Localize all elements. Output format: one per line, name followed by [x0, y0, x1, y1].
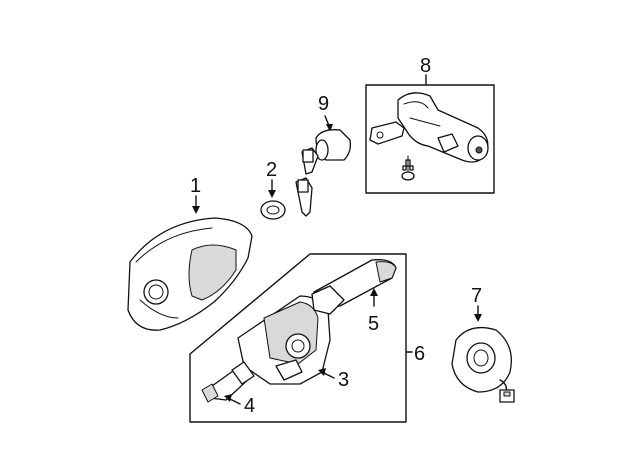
switch-assembly-frame	[189, 253, 407, 423]
column-cover-lock-ring	[143, 279, 169, 305]
housing-frame	[365, 84, 495, 194]
key-upper-grip	[302, 149, 314, 163]
switch-assembly-group	[189, 253, 413, 423]
turn-signal-stalk-tip	[375, 261, 397, 283]
callout-1-label: 1	[190, 175, 201, 197]
callout-3-label: 3	[338, 369, 349, 391]
housing-bolt-head	[401, 171, 415, 181]
column-cover-opening	[188, 244, 237, 301]
callout-2-label: 2	[266, 159, 277, 181]
ring-group	[260, 179, 286, 220]
combination-switch-tab	[275, 359, 303, 381]
combination-switch-port-inner	[291, 339, 305, 353]
callout-4-arrowhead	[224, 394, 232, 402]
key-lower-grip	[297, 179, 309, 193]
clock-spring-connector-tab	[503, 391, 511, 397]
callout-2-arrowhead	[268, 190, 276, 198]
callout-9-arrowhead	[326, 124, 333, 132]
callout-8-label: 8	[420, 55, 431, 77]
wiper-stalk-collar	[231, 361, 255, 385]
housing-clamp	[437, 133, 459, 153]
lock-cylinder-face	[315, 139, 329, 161]
housing-cylinder-hole	[475, 146, 483, 154]
combination-switch-port	[285, 333, 311, 359]
callout-7-label: 7	[471, 285, 482, 307]
ring-outer	[260, 200, 286, 220]
callout-9-label: 9	[318, 93, 329, 115]
callout-4-label: 4	[244, 395, 255, 417]
clock-spring-hub	[466, 342, 496, 374]
housing-bracket-hole	[376, 131, 384, 139]
ring-inner	[266, 205, 280, 215]
turn-signal-collar	[311, 285, 345, 315]
column-cover-edge	[135, 227, 213, 319]
clock-spring-center	[473, 349, 489, 367]
callout-leaders	[224, 288, 378, 405]
clock-spring-group	[451, 305, 515, 403]
lock-cylinder-group	[295, 115, 352, 217]
callout-3-arrowhead	[318, 368, 326, 376]
callout-1-arrowhead	[192, 206, 200, 214]
housing-bracket	[369, 121, 405, 145]
ignition-lock-housing-group	[365, 74, 495, 194]
steering-column-cover-group	[127, 195, 253, 331]
callout-7-arrowhead	[474, 314, 482, 322]
callout-5-label: 5	[368, 313, 379, 335]
column-cover-lock-hole	[148, 284, 164, 300]
housing-tube	[403, 101, 441, 127]
callout-5-arrowhead	[370, 288, 378, 296]
callout-6-label: 6	[414, 343, 425, 365]
wiper-stalk-knob	[201, 383, 219, 403]
